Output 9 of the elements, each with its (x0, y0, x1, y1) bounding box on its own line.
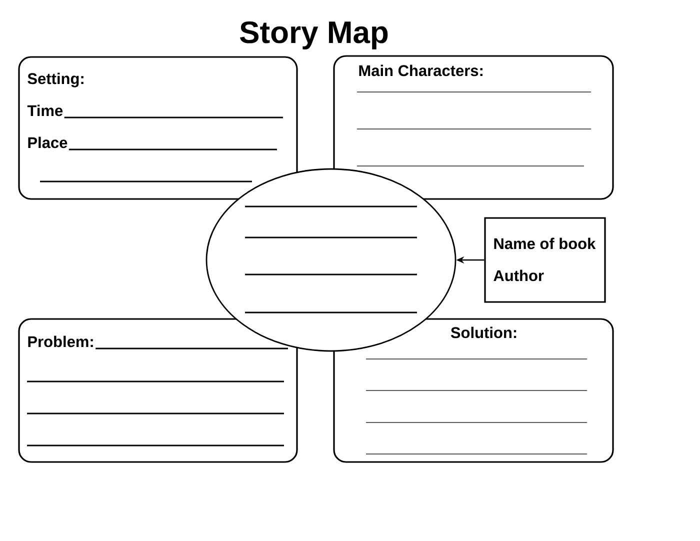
box-heading: Setting: (28, 72, 84, 88)
title: Story Map (240, 21, 388, 50)
box-heading: Solution: (450, 326, 516, 338)
box-heading: Problem: (28, 336, 93, 348)
field-label: Place (28, 136, 68, 148)
field-label: Name of book (494, 238, 596, 250)
field-label: Time (27, 104, 63, 116)
box-heading: Main Characters: (359, 64, 482, 76)
field-label: Author (494, 270, 544, 282)
